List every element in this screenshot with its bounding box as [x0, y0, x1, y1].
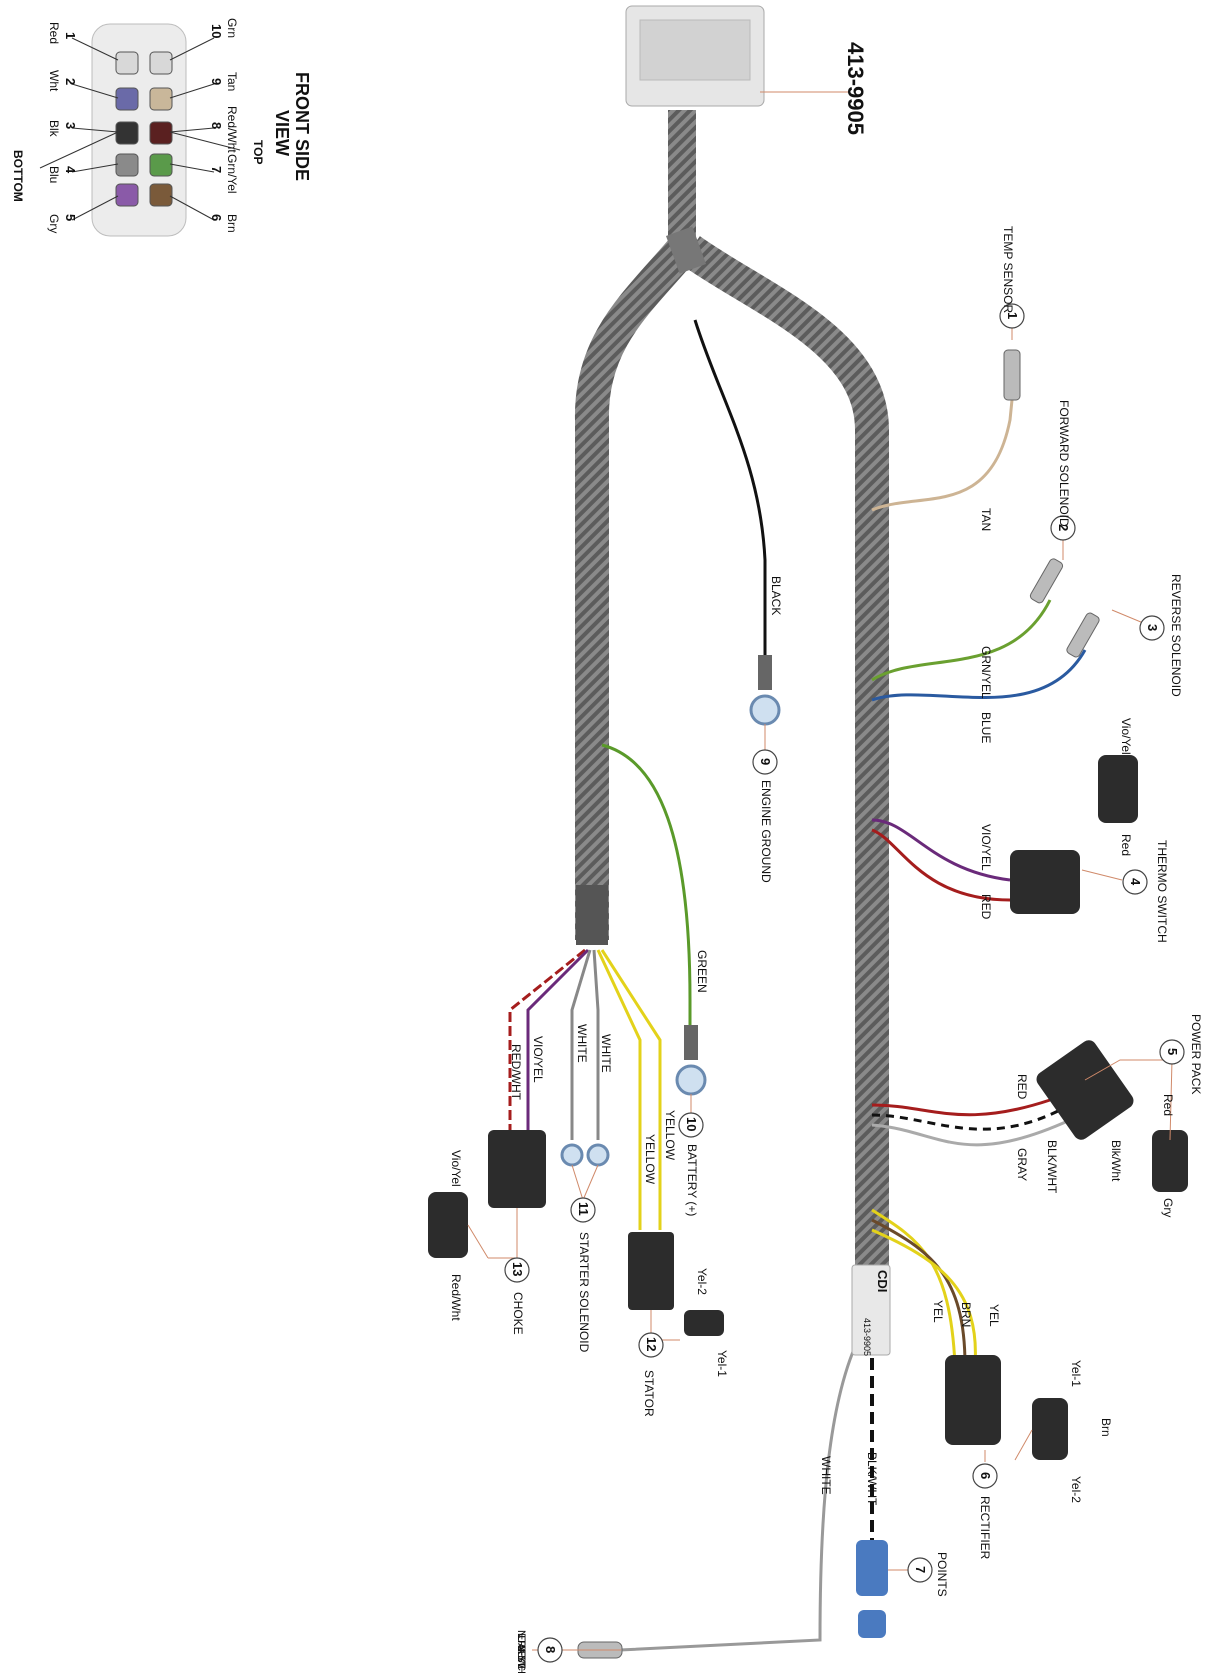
pin-rect-y2: Yel-2 — [1069, 1476, 1083, 1503]
pin-thermo-vio: Vio/Yel — [1119, 718, 1133, 755]
wire-white-2: WHITE — [575, 1024, 589, 1063]
callout-13: 13 — [510, 1262, 525, 1276]
wire-green: GREEN — [695, 950, 709, 993]
pin-1-color: Red — [47, 22, 61, 44]
name-engine-ground: ENGINE GROUND — [759, 780, 773, 883]
pin-choke-vio: Vio/Yel — [449, 1150, 463, 1187]
pin-5-number: 5 — [63, 214, 78, 221]
callout-2: 2 — [1056, 524, 1071, 531]
wire-blk-wht-pp: BLK/WHT — [1045, 1140, 1059, 1194]
wire-labels: TAN GRN/YEL BLUE VIO/YEL RED RED BLK/WHT… — [509, 508, 1059, 1506]
pin-2-color: Wht — [47, 70, 61, 92]
pin-stator-y1: Yel-1 — [715, 1350, 729, 1377]
callout-12: 12 — [644, 1337, 659, 1351]
pin-6-number: 6 — [209, 214, 224, 221]
wire-grn-yel: GRN/YEL — [979, 646, 993, 699]
front-side-view: 1 Red 2 Wht 3 Blk 4 Blu 5 Gry 10 Grn 9 T… — [11, 18, 312, 237]
name-temp-sensor: TEMP SENSOR — [1001, 226, 1015, 313]
front-view-title-1: FRONT SIDE — [292, 72, 312, 181]
pin-10-number: 10 — [209, 24, 224, 38]
tag-part: 413-9905 — [862, 1318, 872, 1356]
wire-tan: TAN — [979, 508, 993, 531]
pin-7-color: Grn/Yel — [225, 154, 239, 194]
name-choke: CHOKE — [511, 1292, 525, 1335]
bottom-label: BOTTOM — [11, 150, 25, 202]
wire-brn: BRN — [959, 1302, 973, 1327]
pin-3-number: 3 — [63, 122, 78, 129]
pin-rect-brn: Brn — [1099, 1418, 1113, 1437]
name-thermo-switch: THERMO SWITCH — [1155, 840, 1169, 943]
pin-5-color: Gry — [47, 214, 61, 233]
wire-yel-b: YEL — [987, 1304, 1001, 1327]
callout-numbers: 1 2 3 4 5 6 7 8 9 10 11 12 13 — [510, 312, 1180, 1653]
harness — [574, 110, 889, 1285]
callout-11: 11 — [576, 1202, 591, 1216]
name-battery: BATTERY (+) — [685, 1144, 699, 1216]
wire-white-1: WHITE — [599, 1034, 613, 1073]
name-rectifier: RECTIFIER — [978, 1496, 992, 1560]
wire-yellow-2: YELLOW — [643, 1134, 657, 1185]
name-starter-solenoid: STARTER SOLENOID — [577, 1232, 591, 1353]
wire-blk-wht-points: BLK/WHT — [865, 1452, 879, 1506]
name-neutral-switch: NEUTRAL SAFETY SWITCH — [515, 1630, 527, 1674]
top-label: TOP — [251, 140, 265, 164]
pin-7-number: 7 — [209, 166, 224, 173]
pin-rect-y1: Yel-1 — [1069, 1360, 1083, 1387]
wires — [508, 319, 1087, 1652]
main-connector — [625, 5, 850, 107]
callout-4: 4 — [1128, 878, 1143, 886]
pin-8-number: 8 — [209, 122, 224, 129]
wire-red-wht: RED/WHT — [509, 1044, 523, 1101]
name-forward-solenoid: FORWARD SOLENOID — [1057, 400, 1071, 527]
callout-9: 9 — [758, 758, 773, 765]
wire-red-pp: RED — [1015, 1074, 1029, 1100]
pin-4-color: Blu — [47, 166, 61, 183]
pin-9-color: Tan — [225, 72, 239, 91]
callout-8: 8 — [543, 1646, 558, 1653]
pin-1-number: 1 — [63, 32, 78, 39]
pin-pp-blk: Blk/Wht — [1109, 1140, 1123, 1182]
name-reverse-solenoid: REVERSE SOLENOID — [1169, 574, 1183, 697]
name-power-pack: POWER PACK — [1189, 1014, 1203, 1094]
wire-blue: BLUE — [979, 712, 993, 743]
pin-10-color: Grn — [225, 18, 239, 38]
pin-stator-y2: Yel-2 — [695, 1268, 709, 1295]
callout-6: 6 — [978, 1472, 993, 1479]
callout-10: 10 — [684, 1117, 699, 1131]
front-view-title-2: VIEW — [272, 110, 292, 156]
pin-labels: Vio/Yel Red Red Blk/Wht Gry Yel-1 Brn Ye… — [449, 718, 1175, 1503]
pin-pp-red: Red — [1161, 1094, 1175, 1116]
pin-cavities — [115, 51, 173, 207]
tag-brand: CDI — [875, 1270, 890, 1292]
terminals — [428, 349, 1188, 1659]
wire-red: RED — [979, 894, 993, 920]
pin-3-color: Blk — [47, 120, 61, 138]
callout-5: 5 — [1165, 1048, 1180, 1055]
callout-7: 7 — [913, 1566, 928, 1573]
pin-4-number: 4 — [63, 166, 78, 174]
name-points: POINTS — [935, 1552, 949, 1597]
wire-vio-yel: VIO/YEL — [979, 824, 993, 871]
name-stator: STATOR — [642, 1370, 656, 1417]
pin-9-number: 9 — [209, 78, 224, 85]
callout-1: 1 — [1005, 312, 1020, 319]
wire-gray: GRAY — [1015, 1148, 1029, 1181]
callout-circles — [504, 303, 1185, 1663]
pin-6-color: Brn — [225, 214, 239, 233]
wire-white-neutral: WHITE — [819, 1456, 833, 1495]
wire-yel-a: YEL — [931, 1300, 945, 1323]
pin-2-number: 2 — [63, 78, 78, 85]
wire-black: BLACK — [769, 576, 783, 615]
pin-pp-gry: Gry — [1161, 1198, 1175, 1217]
pin-choke-red: Red/Wht — [449, 1274, 463, 1321]
pin-8-color: Red/Wht — [225, 106, 239, 153]
wire-yellow-1: YELLOW — [663, 1110, 677, 1161]
wire-vio-yel-choke: VIO/YEL — [531, 1036, 545, 1083]
callout-3: 3 — [1145, 624, 1160, 631]
pin-thermo-red: Red — [1119, 834, 1133, 856]
component-names: TEMP SENSOR FORWARD SOLENOID REVERSE SOL… — [511, 226, 1203, 1674]
part-number-label: 413-9905 — [843, 42, 868, 135]
pin-leaders — [39, 37, 241, 221]
